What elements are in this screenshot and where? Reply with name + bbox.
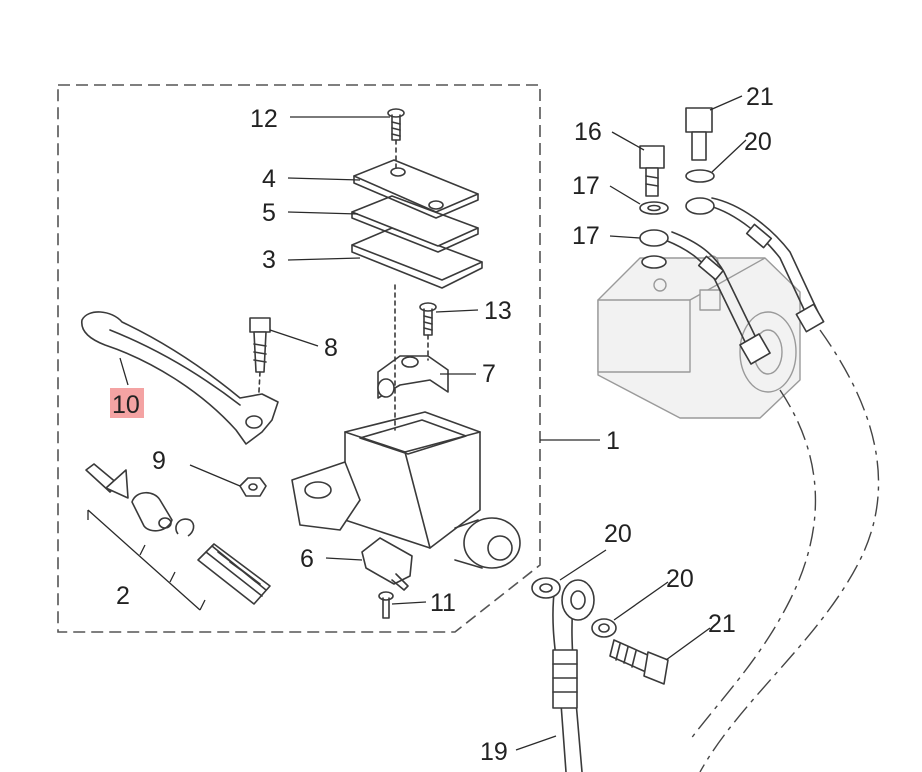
callout-7: 7 bbox=[482, 360, 496, 388]
piston-set-2 bbox=[85, 463, 271, 605]
callout-17-upper: 17 bbox=[572, 172, 600, 200]
clamp-holder-7 bbox=[377, 355, 449, 399]
callout-5: 5 bbox=[262, 199, 276, 227]
screw-12 bbox=[387, 108, 405, 141]
callout-20-upper: 20 bbox=[744, 128, 772, 156]
washer-20-upper bbox=[685, 169, 715, 215]
master-cylinder-body bbox=[291, 411, 521, 569]
callout-8: 8 bbox=[324, 334, 338, 362]
callout-10-highlight bbox=[110, 388, 144, 418]
routing-line-2 bbox=[689, 389, 817, 741]
washer-17-lower bbox=[639, 229, 669, 269]
bracket-2 bbox=[87, 509, 206, 611]
abs-pipes bbox=[664, 197, 825, 365]
brake-lever-10 bbox=[81, 311, 279, 445]
callout-4: 4 bbox=[262, 165, 276, 193]
callout-21-upper: 21 bbox=[746, 83, 774, 111]
callout-1: 1 bbox=[606, 427, 620, 455]
banjo-bolt-21-lower bbox=[609, 639, 669, 685]
abs-hydraulic-unit bbox=[597, 255, 801, 419]
reservoir-cover-stack bbox=[351, 159, 483, 289]
banjo-bolt-21-upper bbox=[685, 107, 713, 161]
assembly-boundary bbox=[57, 84, 541, 633]
callout-2: 2 bbox=[116, 582, 130, 610]
callout-3: 3 bbox=[262, 246, 276, 274]
nut-9 bbox=[239, 477, 267, 497]
callout-20-lower: 20 bbox=[666, 565, 694, 593]
screw-11 bbox=[378, 591, 394, 619]
washer-20-right bbox=[591, 618, 617, 638]
callout-9: 9 bbox=[152, 447, 166, 475]
brake-switch-6 bbox=[361, 537, 413, 591]
callout-10: 10 bbox=[112, 391, 140, 419]
callout-17-lower: 17 bbox=[572, 222, 600, 250]
callout-16: 16 bbox=[574, 118, 602, 146]
callout-19: 19 bbox=[480, 738, 508, 766]
guide-line bbox=[394, 139, 429, 431]
leader-lines bbox=[119, 95, 747, 751]
brake-hose bbox=[552, 579, 595, 772]
washer-17-upper bbox=[639, 201, 669, 215]
callout-21-lower: 21 bbox=[708, 610, 736, 638]
callout-11: 11 bbox=[430, 589, 456, 617]
callout-20-middle: 20 bbox=[604, 520, 632, 548]
washer-20-left bbox=[531, 577, 561, 599]
callout-13: 13 bbox=[484, 297, 512, 325]
callout-6: 6 bbox=[300, 545, 314, 573]
callout-12: 12 bbox=[250, 105, 278, 133]
routing-line bbox=[699, 329, 880, 772]
banjo-bolt-16 bbox=[639, 145, 665, 197]
screw-13 bbox=[419, 302, 437, 336]
